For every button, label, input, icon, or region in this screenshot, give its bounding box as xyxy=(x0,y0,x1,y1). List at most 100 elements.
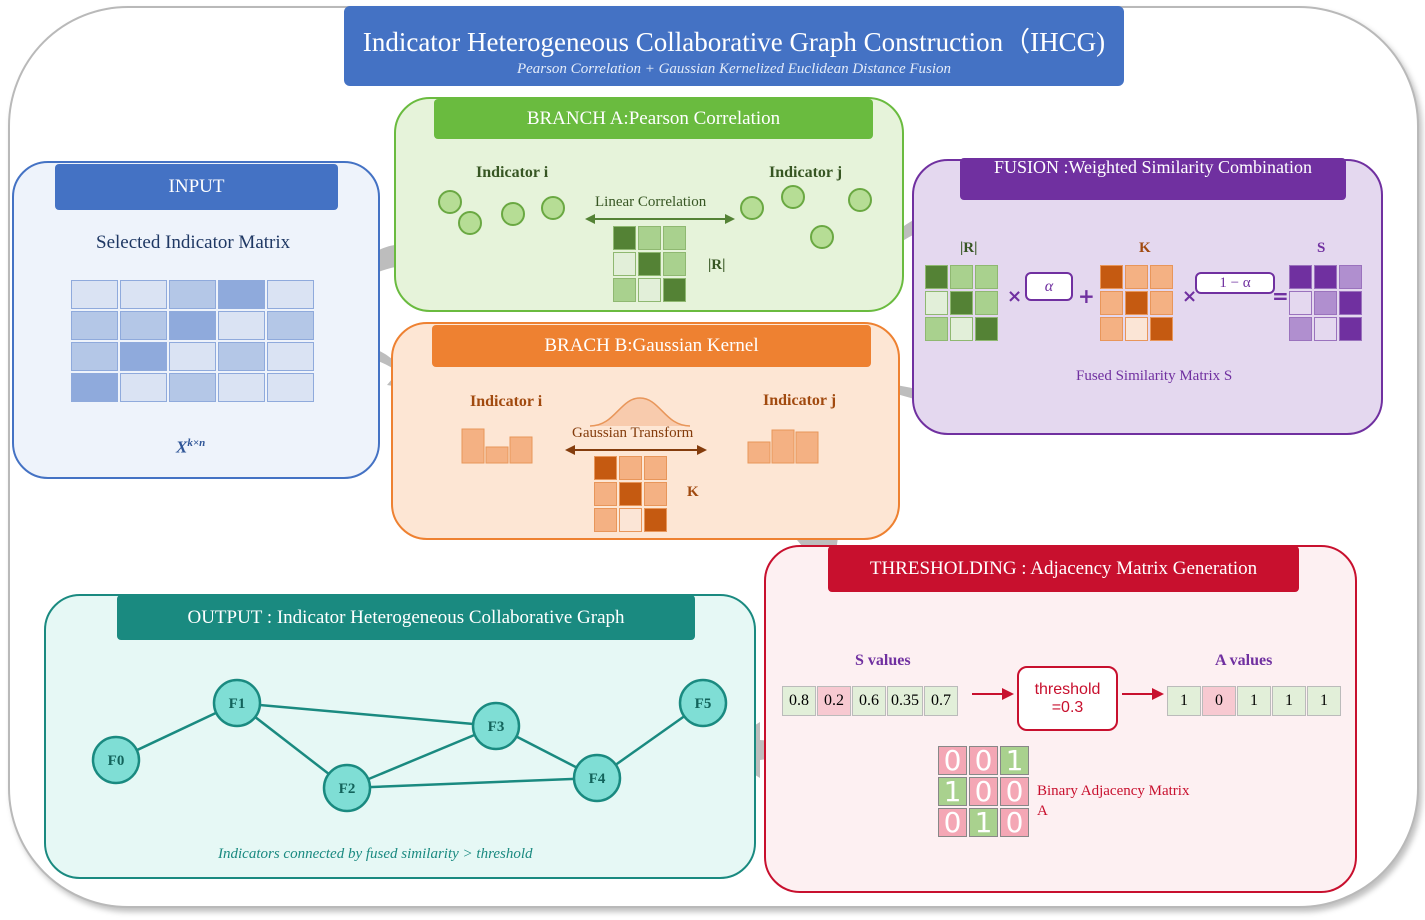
matrix-cell xyxy=(1314,317,1337,341)
matrix-cell xyxy=(638,226,661,250)
arrow-right-icon xyxy=(972,688,1014,700)
matrix-cell xyxy=(1125,265,1148,289)
matrix-cell xyxy=(594,508,617,532)
input-header: INPUT xyxy=(55,164,338,210)
matrix-cell xyxy=(120,373,167,402)
matrix-cell xyxy=(950,265,973,289)
graph-node-label: F4 xyxy=(589,771,606,787)
branch-b-header: BRACH B:Gaussian Kernel xyxy=(432,325,871,367)
matrix-cell xyxy=(975,317,998,341)
formula-base: X xyxy=(176,437,188,457)
alpha-box: α xyxy=(1025,272,1073,301)
page-title: Indicator Heterogeneous Collaborative Gr… xyxy=(362,27,1106,57)
binary-cell: 1 xyxy=(969,806,998,839)
times-operator: × xyxy=(1182,286,1198,307)
value-cell: 1 xyxy=(1167,686,1201,716)
threshold-value: =0.3 xyxy=(1051,699,1084,716)
matrix-cell xyxy=(267,342,314,371)
matrix-cell xyxy=(925,317,948,341)
matrix-cell xyxy=(1289,291,1312,315)
value-cell: 0.6 xyxy=(852,686,886,716)
fusion-caption: Fused Similarity Matrix S xyxy=(1076,368,1233,384)
matrix-cell xyxy=(975,291,998,315)
branch-b-indicator-i: Indicator i xyxy=(470,393,543,410)
matrix-cell xyxy=(267,280,314,309)
matrix-cell xyxy=(1314,265,1337,289)
data-point xyxy=(541,196,565,220)
matrix-cell xyxy=(638,252,661,276)
fusion-s-label: S xyxy=(1317,240,1326,256)
graph-node-f5 xyxy=(678,678,728,728)
matrix-cell xyxy=(1314,291,1337,315)
binary-matrix-label-line2: A xyxy=(1037,803,1048,819)
matrix-cell xyxy=(169,280,216,309)
title-bar: Indicator Heterogeneous Collaborative Gr… xyxy=(344,6,1124,86)
fusion-r-label: |R| xyxy=(960,240,978,256)
value-cell: 0.8 xyxy=(782,686,816,716)
arrow-right-icon xyxy=(1122,688,1164,700)
matrix-cell xyxy=(1339,265,1362,289)
double-arrow-icon xyxy=(565,445,707,455)
matrix-cell xyxy=(638,278,661,302)
branch-a-correlation-label: Linear Correlation xyxy=(595,194,707,210)
graph-node-f1 xyxy=(212,678,262,728)
graph-node-f4 xyxy=(572,753,622,803)
branch-a-header: BRANCH A:Pearson Correlation xyxy=(434,99,873,139)
fusion-header: FUSION :Weighted Similarity Combination xyxy=(960,157,1346,200)
graph-node-label: F2 xyxy=(339,781,356,797)
graph-node-f0 xyxy=(91,735,141,785)
matrix-cell xyxy=(267,373,314,402)
matrix-cell xyxy=(1339,291,1362,315)
matrix-cell xyxy=(663,252,686,276)
s-values-label: S values xyxy=(855,652,911,669)
graph-node-label: F1 xyxy=(229,696,246,712)
binary-matrix-label-line1: Binary Adjacency Matrix xyxy=(1037,783,1190,799)
matrix-cell xyxy=(267,311,314,340)
matrix-cell xyxy=(594,482,617,506)
matrix-cell xyxy=(169,373,216,402)
matrix-cell xyxy=(1150,291,1173,315)
binary-cell: 0 xyxy=(938,806,967,839)
matrix-cell xyxy=(1100,317,1123,341)
graph-edge xyxy=(236,701,497,728)
binary-cell: 1 xyxy=(938,775,967,808)
data-point xyxy=(740,196,764,220)
graph-edge xyxy=(346,724,497,790)
matrix-cell xyxy=(1289,317,1312,341)
value-cell: 0 xyxy=(1202,686,1236,716)
matrix-cell xyxy=(619,508,642,532)
branch-a-matrix-label: |R| xyxy=(708,257,726,273)
graph-node-label: F5 xyxy=(695,696,712,712)
output-header: OUTPUT : Indicator Heterogeneous Collabo… xyxy=(117,595,695,640)
graph-edge xyxy=(346,776,598,790)
matrix-cell xyxy=(1100,265,1123,289)
a-values-label: A values xyxy=(1215,652,1273,669)
data-point xyxy=(810,225,834,249)
value-cell: 1 xyxy=(1272,686,1306,716)
matrix-cell xyxy=(71,280,118,309)
data-point xyxy=(848,188,872,212)
matrix-cell xyxy=(925,291,948,315)
matrix-cell xyxy=(644,508,667,532)
matrix-cell xyxy=(1289,265,1312,289)
fusion-k-label: K xyxy=(1139,240,1151,256)
double-arrow-icon xyxy=(585,214,735,224)
fusion-k-matrix xyxy=(1100,265,1173,341)
branch-b-indicator-j: Indicator j xyxy=(763,392,837,409)
branch-b-transform-label: Gaussian Transform xyxy=(572,425,694,441)
gaussian-curve-icon xyxy=(589,397,691,427)
matrix-cell xyxy=(613,226,636,250)
input-matrix xyxy=(71,280,314,402)
input-formula: Xk×n xyxy=(176,437,205,458)
fusion-r-matrix xyxy=(925,265,998,341)
page-subtitle: Pearson Correlation + Gaussian Kernelize… xyxy=(516,61,952,77)
matrix-cell xyxy=(120,311,167,340)
matrix-cell xyxy=(975,265,998,289)
matrix-cell xyxy=(218,342,265,371)
output-caption: Indicators connected by fused similarity… xyxy=(218,846,533,862)
binary-cell: 0 xyxy=(938,744,967,777)
data-point xyxy=(458,211,482,235)
fusion-s-matrix xyxy=(1289,265,1362,341)
